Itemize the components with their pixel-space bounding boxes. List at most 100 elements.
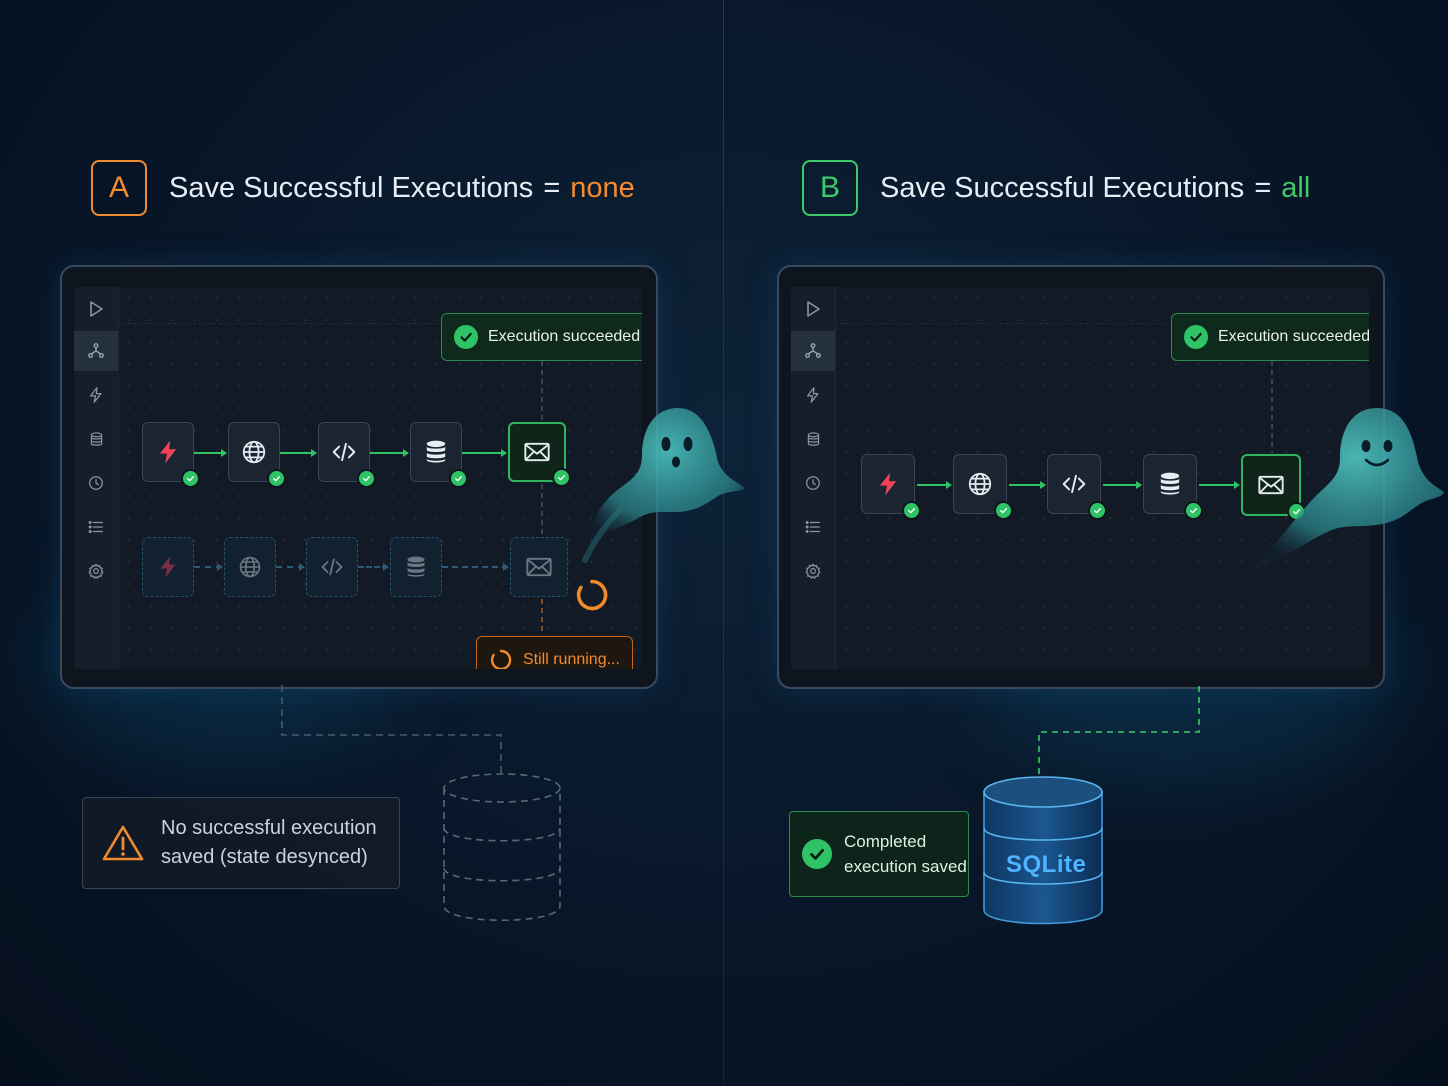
panel-b-monitor: Execution succeeded	[777, 265, 1385, 689]
code-icon	[320, 555, 344, 579]
running-label: Still running...	[523, 651, 620, 668]
spinner-icon	[489, 648, 513, 669]
code-node[interactable]	[1047, 454, 1107, 520]
globe-icon	[241, 439, 267, 465]
code-icon	[331, 439, 357, 465]
ghost-connector	[358, 563, 389, 571]
warning-icon	[102, 825, 144, 861]
check-circle-icon	[802, 839, 832, 869]
node-success-badge	[267, 469, 286, 488]
node-success-badge	[1088, 501, 1107, 520]
panel-a-topbar	[118, 287, 642, 324]
panel-b-success-toast[interactable]: Execution succeeded	[1171, 313, 1369, 361]
ghost-database-node	[390, 537, 442, 597]
email-node[interactable]	[508, 422, 571, 487]
email-node[interactable]	[1241, 454, 1306, 521]
sqlite-label: SQLite	[1006, 851, 1087, 878]
panel-a-success-toast[interactable]: Execution succeeded	[441, 313, 642, 361]
connector	[194, 449, 227, 457]
panel-b-link-lines	[1271, 361, 1273, 453]
notice-line-2: execution saved	[844, 857, 967, 876]
database-cylinder-icon	[983, 776, 1103, 925]
database-outline-icon	[443, 773, 561, 921]
panel-divider	[723, 0, 724, 1086]
ghost-http-node	[224, 537, 276, 597]
panel-a-heading: A Save Successful Executions = none	[91, 160, 635, 216]
globe-icon	[238, 555, 262, 579]
workflow-icon[interactable]	[74, 331, 118, 371]
ghost-connector	[194, 563, 223, 571]
panel-b-heading: B Save Successful Executions = all	[802, 160, 1310, 216]
panel-b-equals: =	[1254, 171, 1272, 204]
ghost-code-node	[306, 537, 358, 597]
panel-a-monitor: Execution succeeded	[60, 265, 658, 689]
panel-a-db-link	[281, 685, 502, 773]
toast-label: Execution succeeded	[488, 328, 641, 345]
connector	[917, 481, 952, 489]
trigger-node[interactable]	[142, 422, 200, 488]
node-success-badge	[994, 501, 1013, 520]
panel-a-sidebar	[74, 287, 119, 669]
panel-b-editor-screen: Execution succeeded	[791, 287, 1369, 669]
trigger-node[interactable]	[861, 454, 921, 520]
node-success-badge	[1184, 501, 1203, 520]
globe-icon	[967, 471, 993, 497]
ghost-connector	[442, 563, 509, 571]
ghost-icon	[582, 408, 745, 563]
check-circle-icon	[1184, 325, 1208, 349]
database-icon	[423, 439, 449, 465]
workflow-icon[interactable]	[791, 331, 835, 371]
panel-a-editor-screen: Execution succeeded	[74, 287, 642, 669]
node-success-badge	[357, 469, 376, 488]
ghost-email-node	[510, 537, 568, 597]
notice-line-2: saved (state desynced)	[161, 846, 368, 868]
panel-a-link-lines	[541, 361, 543, 635]
database-node[interactable]	[410, 422, 468, 488]
connector	[280, 449, 317, 457]
panel-b-saved-notice: Completed execution saved	[789, 811, 969, 897]
ghost-trigger-node	[142, 537, 194, 597]
panel-a: A Save Successful Executions = none	[60, 160, 745, 921]
connector	[462, 449, 507, 457]
panel-a-desync-notice: No successful execution saved (state des…	[82, 797, 400, 889]
database-icon	[404, 555, 428, 579]
panel-b-value: all	[1281, 171, 1311, 204]
http-node[interactable]	[228, 422, 286, 488]
panel-b-db-link	[1038, 686, 1200, 781]
panel-b-letter-badge: B	[802, 160, 858, 216]
mail-icon	[525, 553, 553, 581]
ghost-connector	[276, 563, 305, 571]
node-success-badge	[552, 468, 571, 487]
panel-a-value: none	[570, 171, 635, 204]
notice-text: Completed execution saved	[844, 829, 967, 879]
panel-a-title: Save Successful Executions	[169, 171, 534, 204]
ghost-icon	[1247, 408, 1444, 572]
trigger-bolt-icon	[875, 471, 901, 497]
panel-a-equals: =	[543, 171, 561, 204]
database-icon	[1157, 471, 1183, 497]
notice-line-1: No successful execution	[161, 817, 377, 839]
connector	[1199, 481, 1240, 489]
check-circle-icon	[454, 325, 478, 349]
panel-b-title: Save Successful Executions	[880, 171, 1245, 204]
notice-line-1: Completed	[844, 832, 927, 851]
node-success-badge	[449, 469, 468, 488]
connector	[370, 449, 409, 457]
connector	[1009, 481, 1046, 489]
spinner-icon	[574, 577, 610, 613]
database-node[interactable]	[1143, 454, 1203, 520]
trigger-bolt-icon	[155, 439, 181, 465]
panel-b: B Save Successful Executions = all Execu…	[724, 0, 1448, 1086]
panel-b-sidebar	[791, 287, 836, 669]
panel-a-letter-badge: A	[91, 160, 147, 216]
panel-b-topbar	[835, 287, 1369, 324]
connector	[1103, 481, 1142, 489]
http-node[interactable]	[953, 454, 1013, 520]
code-icon	[1061, 471, 1087, 497]
notice-text: No successful execution saved (state des…	[161, 814, 377, 872]
code-node[interactable]	[318, 422, 376, 488]
mail-icon	[523, 438, 551, 466]
panel-a-running-status[interactable]: Still running...	[476, 636, 633, 669]
node-success-badge	[181, 469, 200, 488]
trigger-bolt-icon	[156, 555, 180, 579]
